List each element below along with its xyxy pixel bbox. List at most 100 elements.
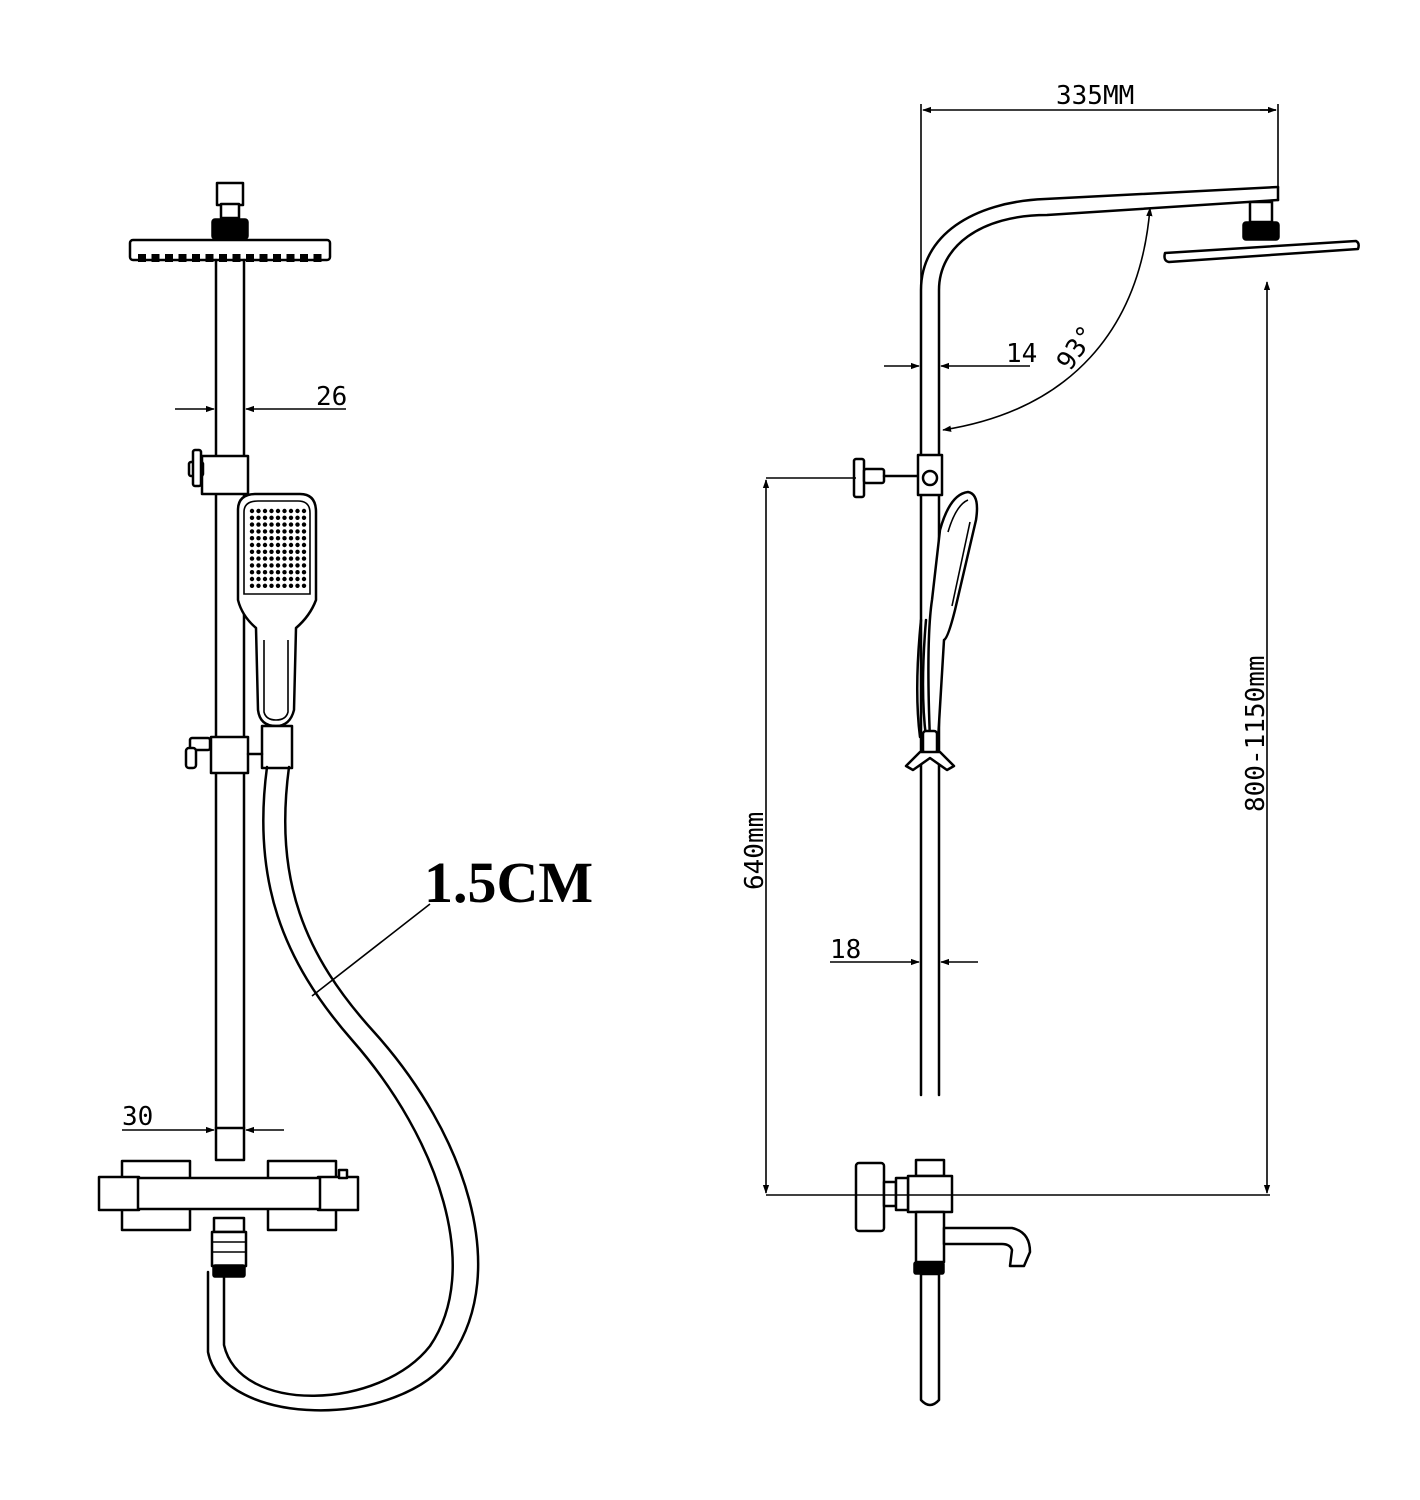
hose-length-label: 1.5CM [424,850,593,915]
rain-nozzle [178,254,187,262]
rain-nozzle [219,254,227,262]
hand-nozzle [288,508,294,514]
hand-nozzle [301,536,307,541]
hand-nozzle [282,515,287,520]
hand-nozzle [275,529,281,534]
hand-nozzle [288,563,294,568]
hand-nozzle [275,549,281,554]
dimension-bottom-pipe: 30 [122,1102,284,1134]
hand-nozzle [301,549,307,554]
hand-nozzle [295,542,300,548]
front-thermostatic-mixer [97,1159,360,1278]
hand-nozzle [295,583,300,588]
hand-nozzle [288,576,294,582]
front-shower-hose [206,765,480,1412]
rain-nozzle [165,254,173,262]
hand-nozzle [275,583,281,588]
hand-nozzle [256,583,261,588]
dimension-label-18: 18 [830,935,861,965]
rain-nozzle [286,254,295,262]
hand-nozzle [256,563,261,568]
hand-nozzle [249,515,255,520]
hand-nozzle [262,515,268,520]
dimension-label-640mm: 640mm [740,812,770,890]
hand-nozzle [262,570,268,575]
hand-nozzle [269,570,274,575]
hand-nozzle [275,542,281,548]
dimension-lower-pipe: 18 [830,935,978,966]
hand-nozzle [295,556,300,561]
hand-nozzle [269,576,274,582]
hand-nozzle [288,529,294,534]
hand-nozzle [269,536,274,541]
hand-nozzle [262,536,268,541]
dimension-height-range: 800-1150mm [1241,281,1271,1194]
hand-nozzle [249,529,255,534]
side-hand-shower [927,490,979,742]
hand-nozzle [256,570,261,575]
hand-nozzle [256,508,261,514]
hand-nozzle [275,522,281,527]
front-riser-pipe [214,258,246,1162]
side-riser-and-arm [919,185,1280,1097]
hose-length-callout: 1.5CM [311,850,593,997]
hand-nozzle [256,549,261,554]
hand-nozzle [256,576,261,582]
hand-nozzle [282,542,287,548]
dimension-label-26: 26 [316,382,347,412]
rain-nozzle [300,254,308,262]
hand-nozzle [282,549,287,554]
rain-nozzle [259,254,268,262]
rain-nozzle [138,254,146,262]
hand-nozzle [295,570,300,575]
rain-nozzle [273,254,281,262]
hand-nozzle [282,576,287,582]
rain-nozzle [151,254,160,262]
hand-nozzle [256,536,261,541]
hand-nozzle [295,549,300,554]
hand-nozzle [282,563,287,568]
hand-nozzle [275,556,281,561]
hand-nozzle [256,515,261,520]
hand-nozzle [301,576,307,582]
rain-nozzle [246,254,254,262]
hand-nozzle [295,576,300,582]
hand-nozzle [301,529,307,534]
hand-nozzle [249,563,255,568]
hand-nozzle [295,508,300,514]
hand-nozzle [262,583,268,588]
hand-nozzle [301,515,307,520]
hand-nozzle [288,556,294,561]
hand-nozzle [275,536,281,541]
hand-nozzle [269,522,274,527]
hand-nozzle [288,536,294,541]
dimension-upper-pipe: 14 [884,339,1037,370]
hand-nozzle [282,583,287,588]
hand-nozzle [282,508,287,514]
hand-nozzle [269,508,274,514]
hand-nozzle [249,549,255,554]
hand-nozzle [269,542,274,548]
hand-nozzle [282,570,287,575]
rain-head-nozzles [138,254,322,262]
hand-nozzle [262,576,268,582]
hand-nozzle [275,515,281,520]
dimension-top-pipe: 26 [175,382,347,413]
dimension-arm-angle: 93° [942,207,1153,432]
hand-nozzle [282,536,287,541]
dimension-label-335mm: 335MM [1056,81,1134,111]
hand-nozzle [301,522,307,527]
hand-nozzle [269,563,274,568]
front-upper-wall-bracket [187,448,250,496]
hand-nozzle [301,508,307,514]
dimension-mixer-to-bracket: 640mm [740,477,1270,1196]
hand-shower-nozzles [249,508,307,588]
hand-nozzle [288,542,294,548]
hand-nozzle [295,529,300,534]
hand-nozzle [282,529,287,534]
hand-nozzle [288,522,294,527]
hand-nozzle [269,583,274,588]
front-slider-bracket [184,735,264,775]
hand-nozzle [256,529,261,534]
